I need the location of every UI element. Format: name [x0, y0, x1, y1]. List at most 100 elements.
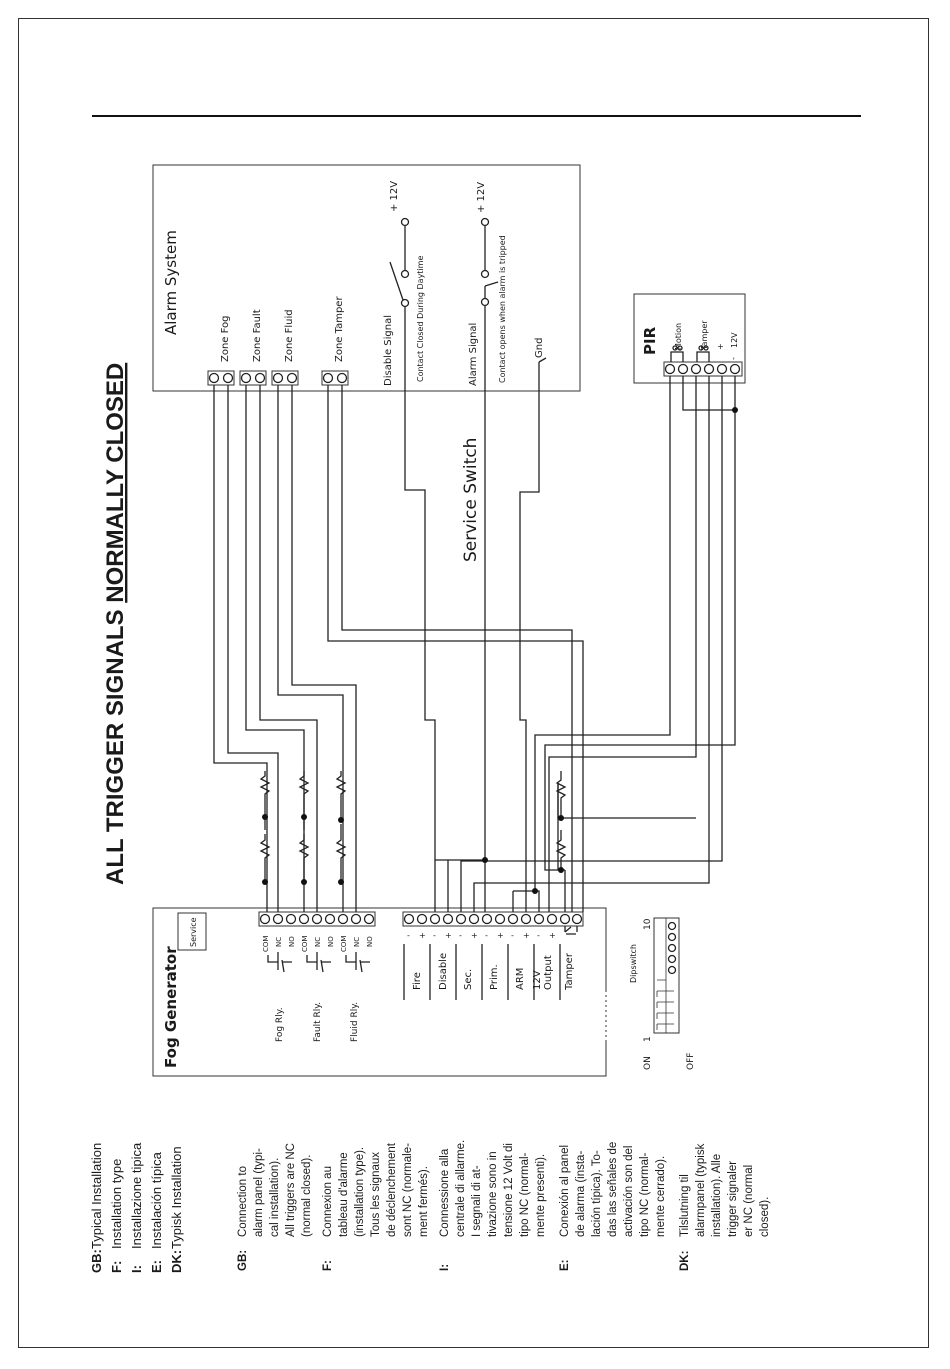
svg-text:(installation type).: (installation type). [354, 1147, 366, 1237]
gnd-label: Gnd [534, 338, 545, 358]
relay-terminal-block [258, 911, 376, 927]
legend-title-text-e: Instalación típica [149, 1151, 164, 1249]
legend-titles: GB: Typical Installation F: Installation… [89, 1142, 184, 1273]
relay-term-nc-1: NC [275, 937, 283, 947]
svg-text:All triggers are NC: All triggers are NC [285, 1143, 297, 1237]
pir-plus-label: + [716, 343, 725, 350]
relay-term-com-2: COM [301, 936, 309, 952]
svg-text:lación típica). To-: lación típica). To- [591, 1150, 603, 1237]
pir-tamper-label: Tamper [700, 320, 709, 351]
relay-term-no-2: NO [327, 936, 335, 947]
service-box [177, 912, 207, 951]
disable-signal-label: Disable Signal [383, 315, 394, 386]
headline-part2: NORMALLY CLOSED [102, 363, 129, 603]
legend-title-code-f: F: [109, 1261, 124, 1273]
input-terminal-block [402, 911, 584, 927]
legend-descriptions: GB: Connection to alarm panel (typi- cal… [237, 1140, 771, 1271]
svg-text:tipo NC (normal-: tipo NC (normal- [519, 1152, 531, 1237]
input-disable-label: Disable [438, 953, 449, 990]
svg-text:de déclenchement: de déclenchement [386, 1142, 398, 1237]
legend-title-code-gb: GB: [89, 1249, 104, 1273]
svg-text:-: - [459, 931, 462, 940]
svg-text:Tilslutning til: Tilslutning til [679, 1174, 691, 1237]
svg-text:Tous les signaux: Tous les signaux [370, 1152, 382, 1237]
relay-term-no-1: NO [288, 936, 296, 947]
svg-text:centrale di allarme.: centrale di allarme. [455, 1140, 467, 1237]
alarm-terminal-block [207, 370, 349, 386]
svg-text:Connexion au: Connexion au [322, 1166, 334, 1237]
fault-rly-label: Fault Rly. [313, 1002, 323, 1042]
plus12v-2-label: + 12V [476, 182, 487, 213]
relay-term-com-1: COM [262, 936, 270, 952]
relay-term-no-3: NO [366, 936, 374, 947]
svg-text:Conexión al panel: Conexión al panel [559, 1145, 571, 1237]
alarm-contact [480, 217, 499, 307]
zone-fog-label: Zone Fog [220, 316, 231, 363]
legend-title-code-e: E: [149, 1260, 164, 1273]
legend-title-text-f: Installation type [109, 1159, 124, 1249]
svg-text:(normal closed).: (normal closed). [301, 1155, 313, 1237]
legend-title-code-i: I: [129, 1265, 144, 1273]
disable-contact [389, 217, 410, 308]
headline: ALL TRIGGER SIGNALS NORMALLY CLOSED [102, 363, 129, 885]
svg-text:installation). Alle: installation). Alle [711, 1154, 723, 1237]
svg-text:-: - [407, 931, 410, 940]
service-switch-label: Service Switch [461, 438, 481, 562]
svg-text:tensione 12 Volt di: tensione 12 Volt di [503, 1143, 515, 1237]
dipswitch-off-label: OFF [686, 1053, 696, 1070]
svg-text:mente cerrado).: mente cerrado). [655, 1156, 667, 1237]
svg-text:alarmpanel (typisk: alarmpanel (typisk [695, 1143, 707, 1237]
dipswitch-on-label: ON [643, 1056, 653, 1070]
zone-tamper-label: Zone Tamper [334, 296, 345, 362]
svg-text:+: + [523, 931, 530, 940]
plus12v-1-label: + 12V [389, 181, 400, 212]
input-output-label: Output [543, 955, 554, 990]
svg-text:I segnali di at-: I segnali di at- [471, 1165, 483, 1237]
legend-desc-code-f: F: [322, 1260, 334, 1271]
dipswitch-ten-label: 10 [643, 918, 653, 930]
dipswitch [653, 917, 680, 1034]
resistors [259, 771, 567, 882]
legend-desc-code-dk: DK: [679, 1251, 691, 1271]
svg-text:+: + [445, 931, 452, 940]
page-frame [18, 18, 929, 1348]
tamper-switch-symbol [564, 926, 578, 935]
service-label: Service [189, 917, 198, 947]
svg-text:tivazione sono in: tivazione sono in [487, 1151, 499, 1237]
svg-text:er NC (normal: er NC (normal [743, 1165, 755, 1237]
disable-note: Contact Closed During Daytime [416, 256, 425, 382]
svg-text:closed).: closed). [759, 1197, 771, 1237]
svg-text:tableau d'alarme: tableau d'alarme [338, 1152, 350, 1237]
fog-generator-box [152, 907, 607, 1077]
svg-text:cal installation).: cal installation). [269, 1158, 281, 1237]
svg-text:Connessione alla: Connessione alla [439, 1148, 451, 1237]
legend-desc-code-e: E: [559, 1260, 571, 1272]
input-sec-label: Sec. [463, 969, 474, 990]
svg-text:+: + [497, 931, 504, 940]
legend-desc-code-gb: GB: [237, 1250, 249, 1271]
wiring [213, 306, 736, 912]
svg-text:Connection to: Connection to [237, 1166, 249, 1237]
pir-12v-label: 12V [730, 332, 739, 348]
input-12v-label: 12V [532, 970, 543, 990]
input-fire-label: Fire [412, 972, 423, 990]
fog-generator-title: Fog Generator [162, 946, 180, 1068]
input-group-dividers [403, 944, 561, 1000]
input-polarity-marks: -+ -+ -+ -+ -+ -+ [407, 931, 556, 940]
legend-title-text-i: Installazione tipica [129, 1142, 144, 1249]
junction-dots [262, 407, 738, 894]
fluid-rly-label: Fluid Rly. [350, 1002, 360, 1042]
legend-title-text-dk: Typisk Installation [169, 1146, 184, 1249]
alarm-signal-label: Alarm Signal [468, 323, 479, 386]
legend-title-text-gb: Typical Installation [89, 1143, 104, 1249]
svg-text:-: - [485, 931, 488, 940]
svg-text:activación son del: activación son del [623, 1146, 635, 1237]
svg-text:mente presenti).: mente presenti). [535, 1154, 547, 1237]
dipswitch-label: Dipswitch [629, 944, 638, 983]
svg-text:+: + [471, 931, 478, 940]
dipswitch-one-label: 1 [643, 1036, 653, 1042]
svg-text:de alarma (insta-: de alarma (insta- [575, 1151, 587, 1237]
svg-text:sont NC (normale-: sont NC (normale- [402, 1143, 414, 1237]
pir-terminal-block [663, 345, 743, 377]
svg-text:tipo NC (normal-: tipo NC (normal- [639, 1152, 651, 1237]
